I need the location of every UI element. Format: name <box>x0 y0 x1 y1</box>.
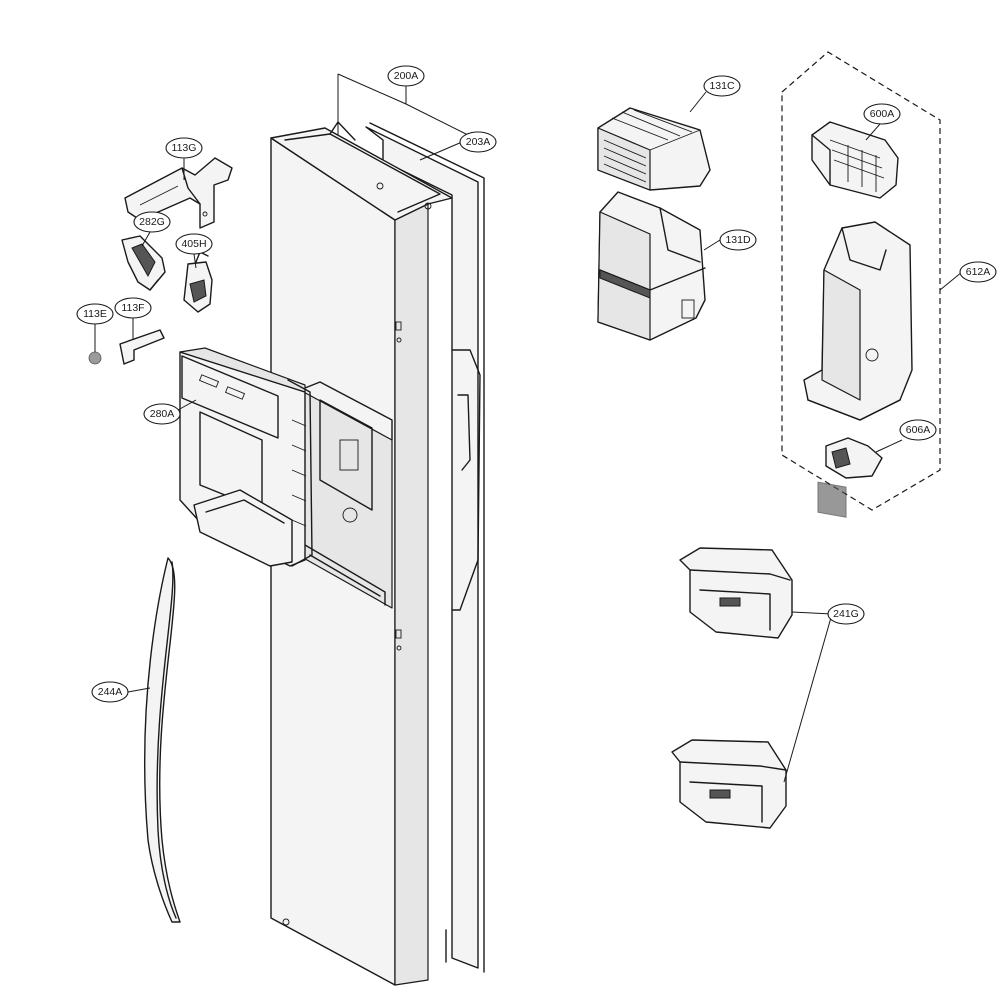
bracket-113f <box>119 329 165 365</box>
svg-text:600A: 600A <box>870 108 895 120</box>
callout-131c: 131C <box>703 75 741 97</box>
callout-244a: 244A <box>91 681 129 703</box>
door-handle <box>144 557 181 923</box>
dispenser-cover-assembly <box>179 347 313 567</box>
callout-280a: 280A <box>143 403 181 425</box>
callout-200a: 200A <box>387 65 425 87</box>
callout-606a: 606A <box>899 419 937 441</box>
screw-113e <box>88 351 102 365</box>
svg-text:244A: 244A <box>98 686 123 698</box>
callout-131d: 131D <box>719 229 757 251</box>
svg-text:280A: 280A <box>150 408 175 420</box>
callout-405h: 405H <box>175 233 213 255</box>
svg-text:113F: 113F <box>121 302 144 314</box>
callout-203a: 203A <box>459 131 497 153</box>
door-gasket <box>365 122 485 973</box>
switch-606a <box>825 437 883 479</box>
svg-text:606A: 606A <box>906 424 931 436</box>
svg-text:203A: 203A <box>466 136 491 148</box>
part-405h <box>183 251 213 313</box>
door-bin-lower <box>671 739 787 829</box>
callout-600a: 600A <box>863 103 901 125</box>
part-282g <box>121 235 166 291</box>
ice-maker <box>811 121 899 199</box>
ice-maker-assembly-boundary <box>781 51 941 511</box>
svg-text:113G: 113G <box>172 142 197 154</box>
callout-612a: 612A <box>959 261 997 283</box>
ice-maker-housing <box>803 221 913 518</box>
svg-text:200A: 200A <box>394 70 419 82</box>
svg-text:113E: 113E <box>83 308 107 320</box>
callout-113e: 113E <box>76 303 114 325</box>
svg-text:612A: 612A <box>966 266 991 278</box>
svg-text:405H: 405H <box>181 238 206 250</box>
door-bin-upper <box>679 547 793 639</box>
svg-text:131C: 131C <box>709 80 735 92</box>
callout-282g: 282G <box>133 211 171 233</box>
svg-text:241G: 241G <box>833 608 859 620</box>
callout-113g: 113G <box>165 137 203 159</box>
dispenser-recess <box>299 381 393 609</box>
callout-113f: 113F <box>114 297 152 319</box>
ice-bin-cover <box>597 107 711 191</box>
callout-241g: 241G <box>827 603 865 625</box>
ice-bin <box>597 191 706 341</box>
leader-lines <box>94 73 963 783</box>
svg-text:282G: 282G <box>139 216 165 228</box>
svg-text:131D: 131D <box>725 234 751 246</box>
